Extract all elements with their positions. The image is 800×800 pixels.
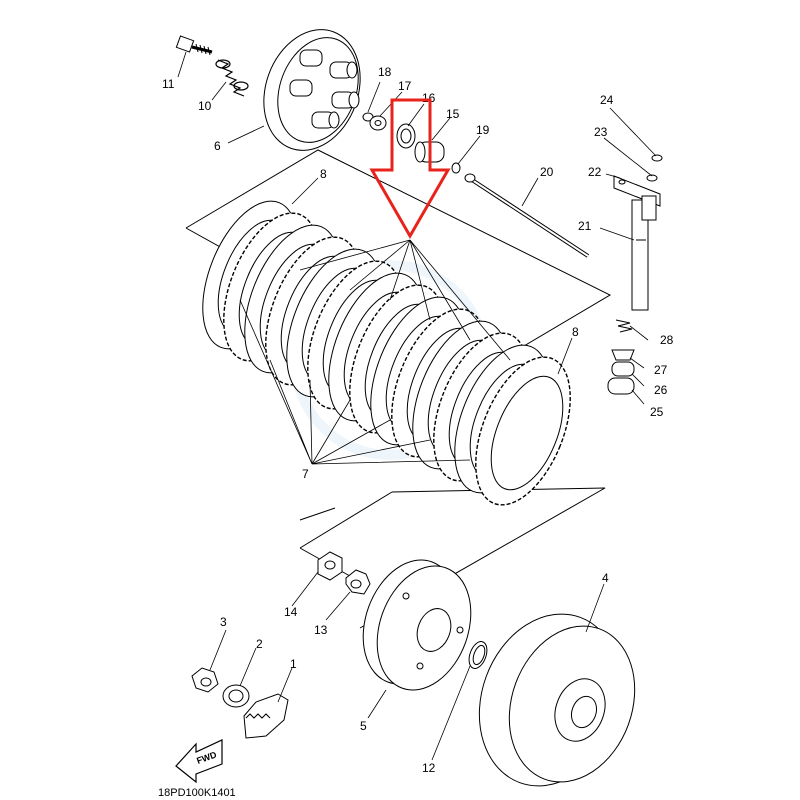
highlight-arrow <box>369 98 451 240</box>
part-4-clutch-housing <box>478 613 636 787</box>
part-label-10: 10 <box>198 99 212 113</box>
part-12-washer <box>468 641 488 669</box>
part-label-20: 20 <box>540 165 554 179</box>
part-3-nut <box>191 667 219 693</box>
part-1-gear <box>243 693 289 739</box>
part-11-bolt <box>175 35 213 56</box>
part-label-27: 27 <box>654 363 668 377</box>
part-label-8b: 8 <box>572 325 579 339</box>
part-14-nut <box>317 551 343 581</box>
part-label-17: 17 <box>398 79 412 93</box>
part-label-3: 3 <box>220 615 227 629</box>
part-17-washer <box>369 115 387 131</box>
part-16-bearing <box>396 123 416 149</box>
part-6-pressure-plate <box>263 29 361 151</box>
part-26-bearing <box>611 361 635 377</box>
part-label-15: 15 <box>446 107 460 121</box>
part-label-24: 24 <box>600 93 614 107</box>
part-24-nut <box>651 154 663 162</box>
part-label-25: 25 <box>650 405 664 419</box>
part-label-11: 11 <box>162 77 175 91</box>
part-28-spring <box>615 319 633 333</box>
part-20-long-push-rod <box>464 173 590 258</box>
part-label-18: 18 <box>378 65 392 79</box>
plate-inner-edge <box>490 375 564 491</box>
part-10-spring <box>215 59 249 97</box>
part-23-washer <box>646 174 658 182</box>
part-label-23: 23 <box>594 125 608 139</box>
fwd-arrow-icon: FWD <box>175 739 223 784</box>
part-25-seal <box>607 377 635 395</box>
part-label-4: 4 <box>602 571 609 585</box>
part-label-1: 1 <box>290 657 297 671</box>
diagram-code: 18PD100K1401 <box>158 787 236 799</box>
part-label-26: 26 <box>654 383 668 397</box>
part-label-13: 13 <box>314 623 328 637</box>
part-label-6: 6 <box>214 139 221 153</box>
part-19-ball <box>451 162 461 174</box>
part-label-14: 14 <box>284 605 298 619</box>
part-13-lock-washer <box>345 569 371 595</box>
part-label-2: 2 <box>256 637 263 651</box>
part-label-7: 7 <box>302 467 309 481</box>
part-21-shaft <box>631 195 657 311</box>
part-2-washer <box>222 684 250 708</box>
part-label-5: 5 <box>360 719 367 733</box>
part-5-clutch-boss <box>362 559 472 691</box>
part-label-22: 22 <box>588 165 602 179</box>
part-label-12: 12 <box>422 761 436 775</box>
part-label-8a: 8 <box>320 167 327 181</box>
leader-lines <box>177 51 657 761</box>
part-label-28: 28 <box>660 333 674 347</box>
part-7-leader-lines <box>239 239 511 465</box>
part-label-21: 21 <box>578 219 592 233</box>
part-label-19: 19 <box>476 123 490 137</box>
clutch-plate-stack <box>202 200 571 506</box>
part-27-clip <box>611 349 635 361</box>
